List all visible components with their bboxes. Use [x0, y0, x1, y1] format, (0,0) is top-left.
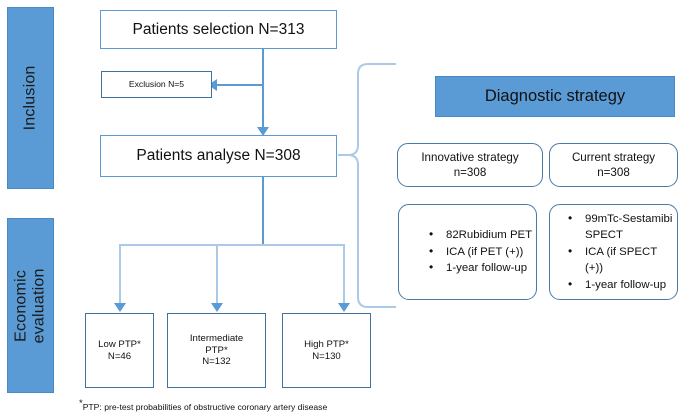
- list-item: • ICA (if SPECT (+)): [568, 244, 677, 277]
- node-current-strategy-header: Current strategy n=308: [549, 143, 678, 187]
- node-innovative-strategy-header: Innovative strategy n=308: [397, 143, 543, 187]
- connector-branch-low: [119, 244, 121, 306]
- node-innovative-strategy-line1: Innovative strategy: [421, 150, 519, 164]
- bullet-icon: •: [568, 210, 573, 225]
- node-current-strategy-text: Current strategy n=308: [572, 150, 655, 181]
- list-item: • 1-year follow-up: [568, 277, 677, 294]
- bullet-icon: •: [429, 260, 434, 275]
- list-item-label: 82Rubidium PET: [446, 229, 533, 242]
- node-low-ptp-text: Low PTP* N=46: [98, 339, 141, 363]
- node-current-strategy-line1: Current strategy: [571, 150, 656, 164]
- node-high-ptp-line1: High PTP*: [304, 338, 349, 350]
- list-item-label: 1-year follow-up: [585, 278, 667, 291]
- phase-label-economic-evaluation: Economic evaluation: [12, 268, 48, 343]
- bullet-icon: •: [568, 243, 573, 258]
- banner-diagnostic-strategy-label: Diagnostic strategy: [484, 87, 626, 105]
- arrowhead-high-ptp-icon: [338, 303, 350, 312]
- connector-to-exclusion: [216, 84, 264, 86]
- node-high-ptp-line2: N=130: [312, 350, 341, 362]
- bullet-icon: •: [568, 276, 573, 291]
- connector-split-bar: [119, 244, 344, 246]
- list-item: • ICA (if PET (+)): [429, 244, 532, 261]
- node-intermediate-ptp-line2: PTP*: [205, 344, 228, 356]
- node-patients-analyse-label: Patients analyse N=308: [136, 147, 301, 165]
- arrowhead-low-ptp-icon: [114, 303, 126, 312]
- bullet-icon: •: [429, 243, 434, 258]
- list-item-label: 1-year follow-up: [446, 262, 528, 275]
- list-item: • 99mTc-Sestamibi SPECT: [568, 211, 677, 244]
- phase-label-inclusion: Inclusion: [21, 65, 39, 131]
- node-patients-analyse: Patients analyse N=308: [100, 135, 337, 177]
- phase-block-economic-evaluation: Economic evaluation: [7, 218, 54, 393]
- node-innovative-strategy-line2: n=308: [453, 166, 487, 179]
- node-high-ptp: High PTP* N=130: [282, 313, 371, 388]
- footnote-marker: *: [79, 398, 83, 409]
- node-exclusion: Exclusion N=5: [101, 71, 212, 98]
- list-item: • 1-year follow-up: [429, 260, 532, 277]
- list-item-label: ICA (if SPECT (+)): [585, 245, 657, 275]
- current-strategy-bullet-list: • 99mTc-Sestamibi SPECT • ICA (if SPECT (+…: [550, 211, 677, 294]
- brace-connector-to-strategy: [338, 63, 396, 308]
- node-innovative-strategy-text: Innovative strategy n=308: [421, 150, 518, 181]
- node-intermediate-ptp: Intermediate PTP* N=132: [167, 313, 266, 388]
- footnote-text: PTP: pre-test probabilities of obstructi…: [82, 401, 328, 412]
- arrowhead-intermediate-ptp-icon: [211, 303, 223, 312]
- node-intermediate-ptp-line3: N=132: [202, 356, 231, 368]
- node-patients-selection-label: Patients selection N=313: [132, 20, 305, 38]
- arrowhead-exclusion-icon: [208, 79, 217, 91]
- innovative-strategy-bullet-list: • 82Rubidium PET • ICA (if PET (+)) • 1-yea…: [399, 227, 532, 277]
- connector-analyse-trunk: [262, 177, 264, 245]
- node-patients-selection: Patients selection N=313: [100, 10, 337, 49]
- footnote: *PTP: pre-test probabilities of obstruct…: [79, 398, 327, 412]
- bullet-icon: •: [429, 227, 434, 242]
- node-current-strategy-items: • 99mTc-Sestamibi SPECT • ICA (if SPECT (+…: [549, 204, 678, 300]
- connector-selection-to-analyse: [262, 47, 264, 132]
- node-high-ptp-text: High PTP* N=130: [304, 339, 349, 363]
- node-low-ptp-line1: Low PTP*: [98, 338, 141, 350]
- banner-diagnostic-strategy: Diagnostic strategy: [435, 76, 675, 117]
- node-innovative-strategy-items: • 82Rubidium PET • ICA (if PET (+)) • 1-yea…: [398, 204, 537, 300]
- list-item: • 82Rubidium PET: [429, 227, 532, 244]
- node-intermediate-ptp-line1: Intermediate: [189, 332, 244, 344]
- phase-block-inclusion: Inclusion: [7, 7, 54, 189]
- connector-branch-intermediate: [216, 244, 218, 306]
- list-item-label: 99mTc-Sestamibi SPECT: [585, 212, 673, 242]
- list-item-label: ICA (if PET (+)): [446, 245, 524, 258]
- node-intermediate-ptp-text: Intermediate PTP* N=132: [190, 333, 243, 369]
- connector-branch-high: [343, 244, 345, 306]
- node-low-ptp: Low PTP* N=46: [85, 313, 154, 388]
- node-exclusion-label: Exclusion N=5: [128, 79, 185, 90]
- arrowhead-analyse-icon: [257, 127, 269, 136]
- node-current-strategy-line2: n=308: [597, 166, 630, 179]
- node-low-ptp-line2: N=46: [107, 350, 132, 362]
